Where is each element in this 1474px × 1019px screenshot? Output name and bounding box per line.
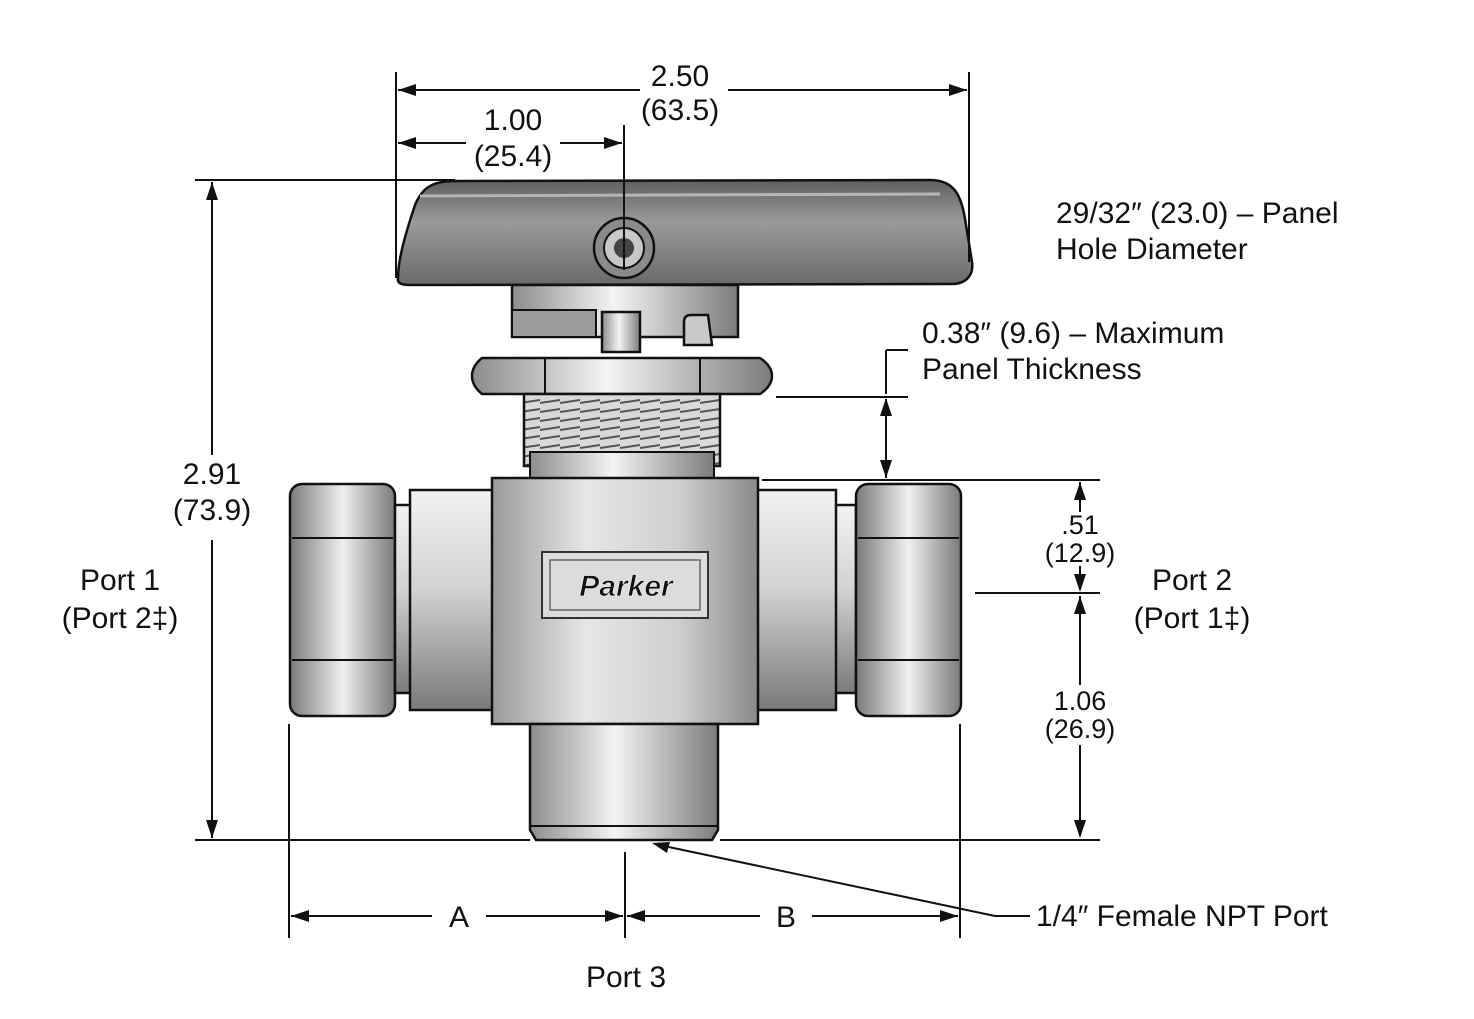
overall-width-mm: (63.5)	[641, 94, 719, 127]
left-hex-fitting	[288, 482, 415, 718]
dim-a-label: A	[449, 901, 469, 934]
port1-line2: (Port 2‡)	[62, 602, 179, 635]
stop-pin	[682, 313, 714, 347]
lower-dim-mm: (26.9)	[1045, 714, 1116, 744]
panel-thickness-line2: Panel Thickness	[922, 353, 1142, 386]
valve-illustration: Parker	[288, 178, 974, 842]
dimension-lines	[195, 72, 1100, 938]
left-port-tube	[408, 488, 496, 712]
overall-height-in: 2.91	[183, 458, 241, 491]
dim-b-label: B	[776, 901, 796, 934]
port3-label: Port 3	[586, 961, 666, 994]
handle-offset-in: 1.00	[484, 104, 542, 137]
panel-thickness-line1: 0.38″ (9.6) – Maximum	[922, 317, 1224, 350]
overall-width-in: 2.50	[651, 60, 709, 93]
port1-line1: Port 1	[80, 564, 160, 597]
overall-height-mm: (73.9)	[173, 494, 251, 527]
panel-hole-line2: Hole Diameter	[1056, 233, 1248, 266]
bottom-port	[528, 722, 720, 842]
handle	[396, 178, 974, 287]
stem	[600, 310, 642, 354]
right-hex-fitting	[832, 482, 963, 718]
port2-line1: Port 2	[1152, 564, 1232, 597]
lower-dim-in: 1.06	[1054, 686, 1107, 716]
panel-nut	[470, 356, 774, 396]
panel-hole-line1: 29/32″ (23.0) – Panel	[1056, 197, 1338, 230]
handle-offset-mm: (25.4)	[474, 140, 552, 173]
note-labels: 29/32″ (23.0) – Panel Hole Diameter 0.38…	[922, 197, 1338, 933]
port-labels: Port 1 (Port 2‡) Port 2 (Port 1‡) Port 3	[62, 564, 1251, 994]
port2-line2: (Port 1‡)	[1134, 602, 1251, 635]
parker-logo: Parker	[541, 551, 709, 619]
npt-port-note: 1/4″ Female NPT Port	[1036, 900, 1329, 933]
upper-dim-mm: (12.9)	[1045, 538, 1116, 568]
right-port-tube	[754, 488, 838, 712]
svg-text:Parker: Parker	[579, 570, 675, 603]
dimension-labels: 2.50 (63.5) 1.00 (25.4) 2.91 (73.9) .51 …	[173, 60, 1115, 934]
upper-dim-in: .51	[1061, 510, 1099, 540]
